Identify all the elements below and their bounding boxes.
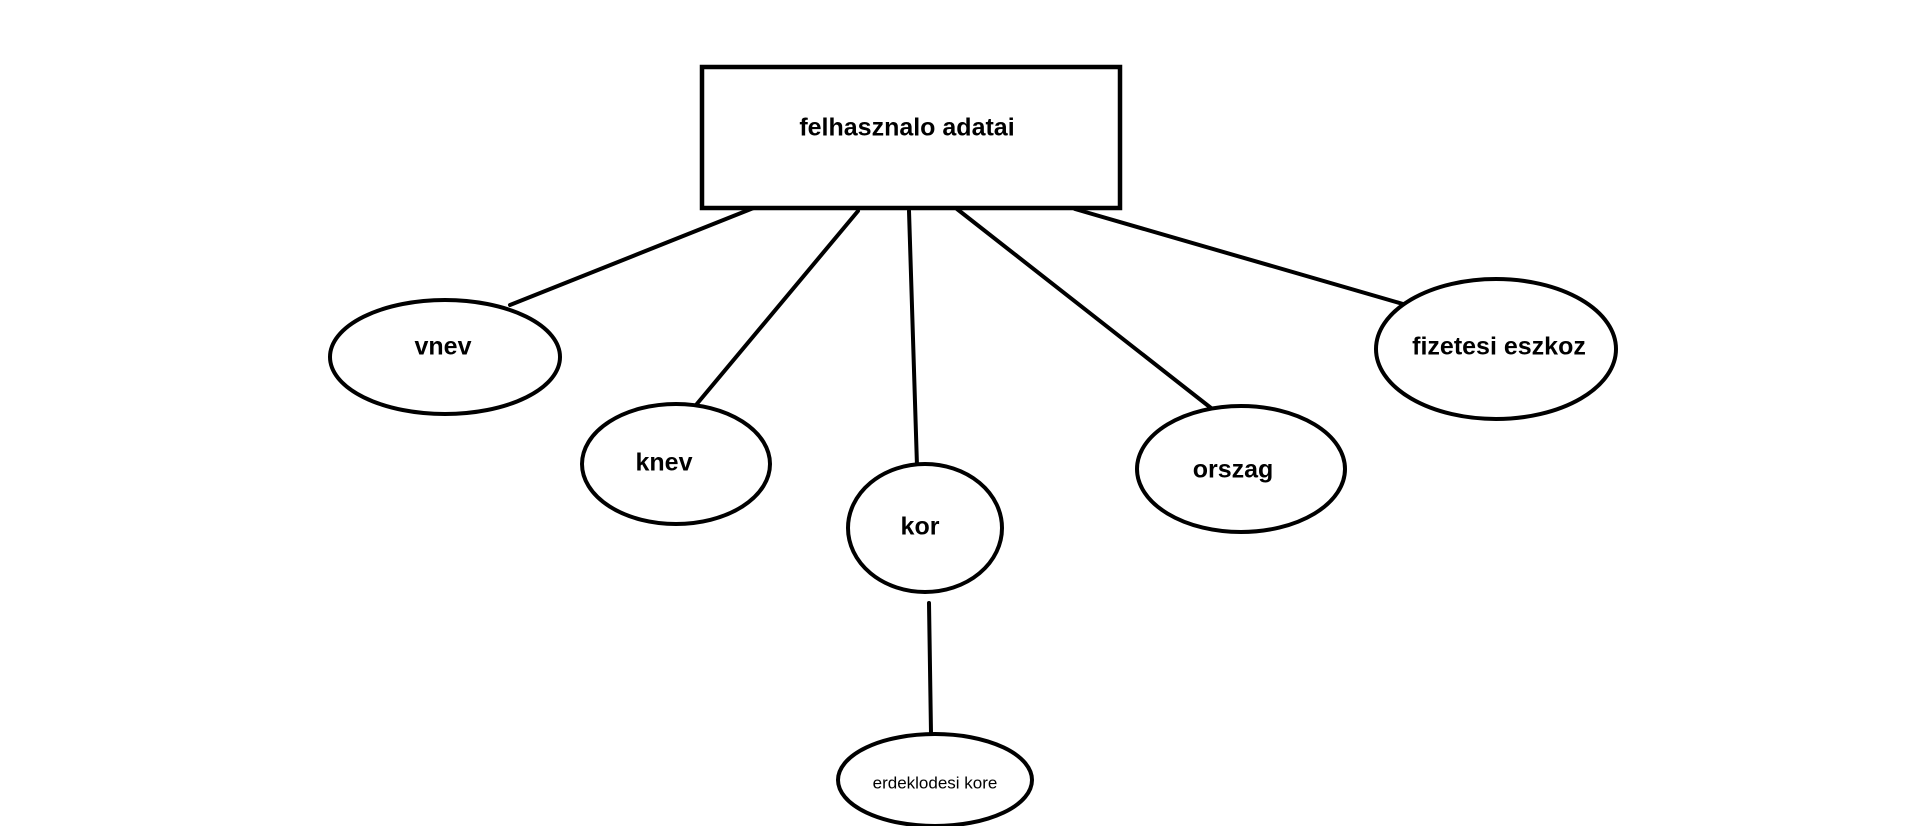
attribute-vnev: vnev [328,298,562,416]
attribute-ellipse [1374,277,1618,421]
attribute-ellipse [846,462,1004,594]
entity-label: felhasznalo adatai [799,114,1014,142]
attribute-ellipse [328,298,562,416]
attribute-ellipse [1135,404,1347,534]
attribute-orszag: orszag [1135,404,1347,534]
attribute-knev: knev [580,402,772,526]
edge-felhasznalo-fizetesi-eszkoz [1073,207,1405,306]
edge-felhasznalo-vnev [508,205,758,307]
edge-kor-erdeklodesi-kore [927,601,933,735]
attribute-label: fizetesi eszkoz [1412,333,1586,361]
attribute-label: knev [636,449,693,477]
edge-felhasznalo-knev [694,209,860,407]
attribute-ellipse [836,732,1034,826]
attribute-fizetesi-eszkoz: fizetesi eszkoz [1374,277,1618,421]
attribute-ellipse [580,402,772,526]
entity-felhasznalo-adatai: felhasznalo adatai [699,64,1123,211]
attribute-kor: kor [846,462,1004,594]
edge-felhasznalo-orszag [955,207,1213,410]
attribute-label: kor [901,513,940,541]
connector-lines [508,205,1405,735]
attribute-erdeklodesi-kore: erdeklodesi kore [836,732,1034,826]
attribute-label: vnev [415,333,472,361]
attribute-label: orszag [1193,456,1274,484]
edge-felhasznalo-kor [907,209,919,468]
entity-box [699,64,1123,211]
attribute-label: erdeklodesi kore [873,773,998,792]
